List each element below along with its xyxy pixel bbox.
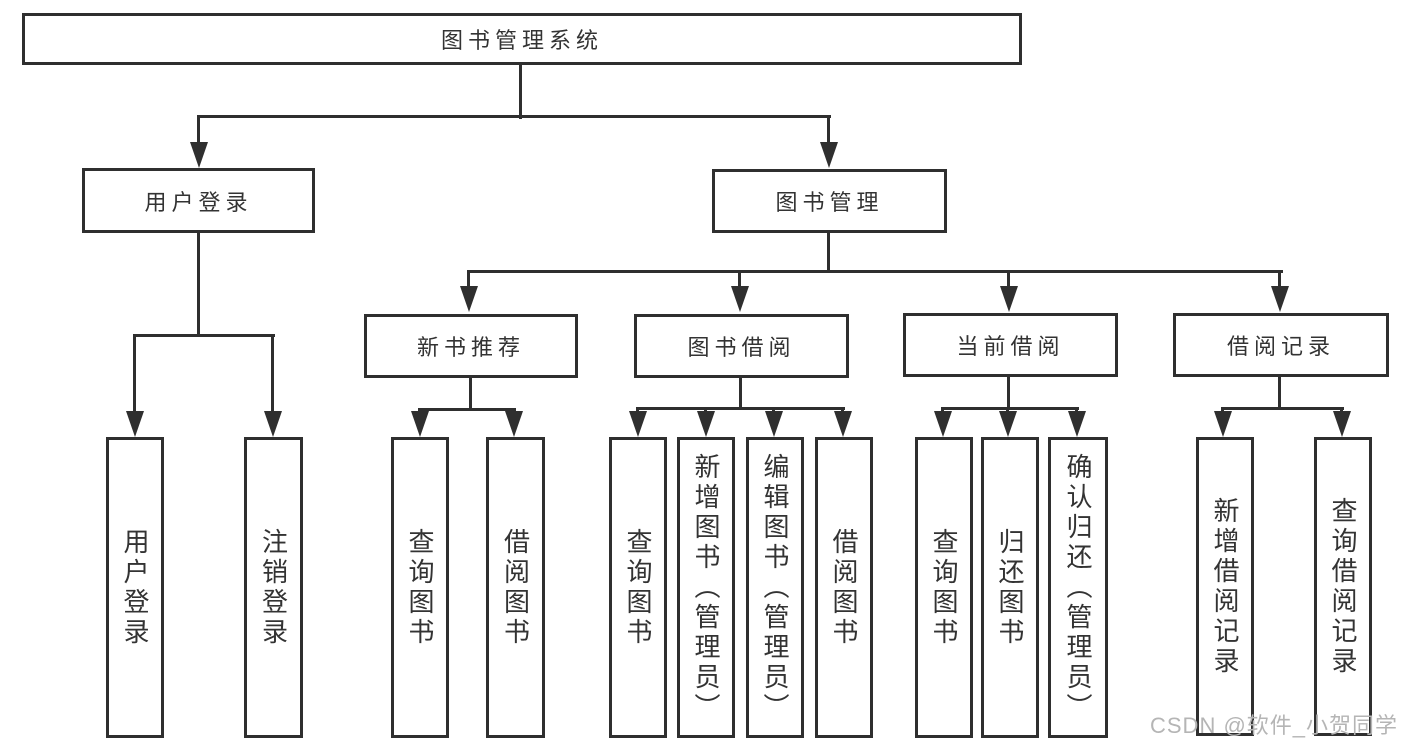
arrowhead-down-icon	[505, 411, 523, 437]
leaf-cb-search-books-label: 查询图书	[929, 527, 959, 648]
arrowhead-down-icon	[460, 286, 478, 312]
node-current-borrow: 当前借阅	[903, 313, 1118, 377]
connector-user-login-split	[133, 334, 275, 337]
connector-new-book-recommend-stem	[469, 378, 472, 410]
arrowhead-down-icon	[731, 286, 749, 312]
connector-drop-borrow-records	[1278, 272, 1281, 290]
arrowhead-down-icon	[934, 411, 952, 437]
connector-root-stem	[519, 65, 522, 119]
leaf-bb-search-books: 查询图书	[609, 437, 667, 738]
leaf-cb-confirm-return-admin: 确认归还（管理员）	[1048, 437, 1108, 738]
leaf-br-search-record-label: 查询借阅记录	[1328, 496, 1358, 677]
leaf-br-search-record: 查询借阅记录	[1314, 437, 1372, 736]
leaf-cb-confirm-return-admin-label: 确认归还（管理员）	[1063, 452, 1093, 723]
connector-current-borrow-split	[941, 407, 1079, 410]
connector-drop-new-book-recommend	[467, 272, 470, 290]
node-current-borrow-label: 当前借阅	[956, 334, 1065, 359]
node-book-borrow-label: 图书借阅	[687, 335, 796, 360]
connector-level3-split	[467, 270, 1283, 273]
arrowhead-down-icon	[1068, 411, 1086, 437]
connector-drop-book-borrow	[738, 272, 741, 290]
leaf-logout-label: 注销登录	[258, 527, 289, 648]
arrowhead-down-icon	[697, 411, 715, 437]
node-root: 图书管理系统	[22, 13, 1022, 65]
arrowhead-down-icon	[999, 411, 1017, 437]
leaf-bb-edit-books-admin: 编辑图书（管理员）	[746, 437, 804, 738]
node-user-login-label: 用户登录	[144, 189, 253, 215]
node-new-book-recommend: 新书推荐	[364, 314, 578, 378]
connector-drop-leaf-user-login	[133, 336, 136, 415]
connector-drop-current-borrow	[1007, 272, 1010, 290]
connector-drop-book-management	[827, 117, 830, 147]
leaf-br-add-record: 新增借阅记录	[1196, 437, 1254, 736]
node-root-label: 图书管理系统	[440, 28, 603, 53]
arrowhead-down-icon	[834, 411, 852, 437]
connector-current-borrow-stem	[1007, 377, 1010, 409]
node-borrow-records: 借阅记录	[1173, 313, 1389, 377]
arrowhead-down-icon	[1271, 286, 1289, 312]
arrowhead-down-icon	[1214, 411, 1232, 437]
leaf-nbr-borrow-books: 借阅图书	[486, 437, 545, 738]
leaf-bb-add-books-admin-label: 新增图书（管理员）	[691, 452, 721, 723]
connector-book-management-stem	[827, 233, 830, 273]
arrowhead-down-icon	[264, 411, 282, 437]
leaf-bb-search-books-label: 查询图书	[623, 527, 653, 648]
arrowhead-down-icon	[411, 411, 429, 437]
arrowhead-down-icon	[1333, 411, 1351, 437]
leaf-bb-add-books-admin: 新增图书（管理员）	[677, 437, 735, 738]
leaf-cb-return-books-label: 归还图书	[995, 527, 1025, 648]
connector-new-book-recommend-split	[418, 408, 516, 411]
leaf-cb-return-books: 归还图书	[981, 437, 1039, 738]
connector-drop-leaf-logout	[271, 336, 274, 415]
connector-level2-split	[197, 115, 831, 118]
connector-book-borrow-split	[636, 407, 845, 410]
connector-borrow-records-split	[1221, 407, 1344, 410]
arrowhead-down-icon	[190, 142, 208, 168]
leaf-nbr-search-books-label: 查询图书	[405, 527, 435, 648]
arrowhead-down-icon	[126, 411, 144, 437]
csdn-watermark: CSDN @软件_小贺同学	[1150, 713, 1399, 738]
node-user-login: 用户登录	[82, 168, 315, 233]
leaf-cb-search-books: 查询图书	[915, 437, 973, 738]
arrowhead-down-icon	[1000, 286, 1018, 312]
node-book-management-label: 图书管理	[775, 190, 884, 215]
arrowhead-down-icon	[820, 142, 838, 168]
arrowhead-down-icon	[629, 411, 647, 437]
leaf-bb-borrow-books-label: 借阅图书	[829, 527, 859, 648]
leaf-logout: 注销登录	[244, 437, 303, 738]
leaf-bb-borrow-books: 借阅图书	[815, 437, 873, 738]
leaf-br-add-record-label: 新增借阅记录	[1210, 496, 1240, 677]
leaf-user-login: 用户登录	[106, 437, 164, 738]
node-book-management: 图书管理	[712, 169, 947, 233]
leaf-nbr-borrow-books-label: 借阅图书	[500, 527, 531, 648]
node-book-borrow: 图书借阅	[634, 314, 849, 378]
node-borrow-records-label: 借阅记录	[1226, 334, 1335, 359]
leaf-user-login-label: 用户登录	[120, 527, 150, 648]
arrowhead-down-icon	[765, 411, 783, 437]
leaf-bb-edit-books-admin-label: 编辑图书（管理员）	[760, 452, 790, 723]
connector-borrow-records-stem	[1278, 377, 1281, 409]
leaf-nbr-search-books: 查询图书	[391, 437, 449, 738]
connector-user-login-stem	[197, 233, 200, 337]
connector-book-borrow-stem	[739, 378, 742, 409]
connector-drop-user-login	[197, 117, 200, 147]
node-new-book-recommend-label: 新书推荐	[416, 335, 525, 360]
